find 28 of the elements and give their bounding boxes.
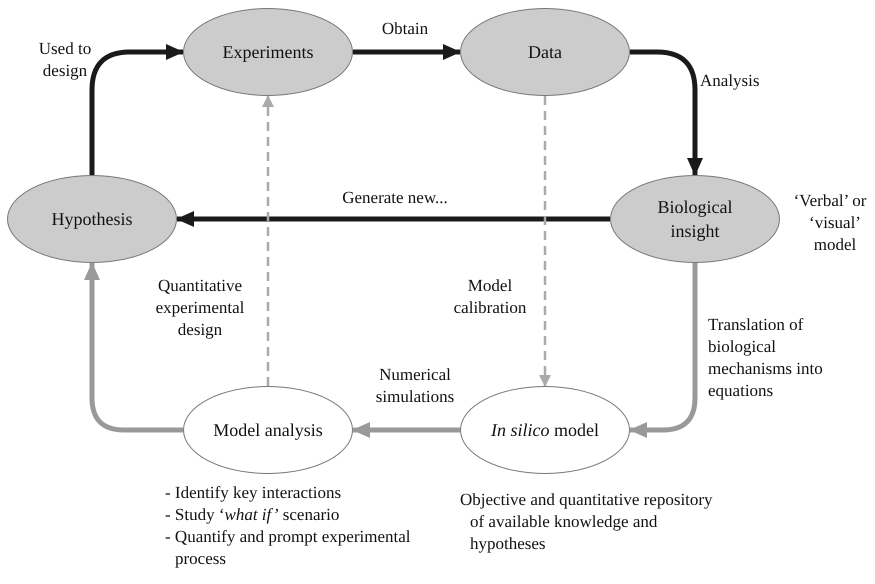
annotation-text: Objective and quantitative repository of available knowledge and hypotheses <box>460 489 714 556</box>
arrow <box>352 422 460 438</box>
arrow <box>90 44 184 175</box>
edge-label: Translation of biological mechanisms into equations <box>708 314 824 402</box>
edge-label: Quantitative experimental design <box>154 275 246 342</box>
node-label: Hypothesis <box>52 208 132 231</box>
arrow <box>353 44 461 60</box>
arrow <box>84 262 183 432</box>
edge-label: Used to design <box>38 38 92 82</box>
edge-label: Obtain <box>380 18 430 40</box>
annotation-text: - Quantify and prompt experimental process <box>165 526 412 570</box>
arrow <box>629 263 698 438</box>
arrow <box>630 50 703 176</box>
edge-label: Generate new... <box>341 187 449 209</box>
node-label: Biological insight <box>656 196 734 243</box>
annotation-text: - Identify key interactions <box>165 482 342 504</box>
node-label: Model analysis <box>213 418 323 442</box>
node-label: Experiments <box>222 40 314 64</box>
arrow <box>262 95 274 386</box>
edge-label: Analysis <box>700 70 760 92</box>
node-label: In silico model <box>491 418 599 442</box>
arrow <box>176 211 610 227</box>
edge-label: Model calibration <box>452 275 528 320</box>
edge-label: Numerical simulations <box>374 364 456 408</box>
annotation-text: - Study ‘what if’ scenario <box>165 504 340 526</box>
arrow <box>539 96 551 387</box>
annotation-text: ‘Verbal’ or ‘visual’ model <box>792 190 868 256</box>
node-label: Data <box>528 40 562 64</box>
